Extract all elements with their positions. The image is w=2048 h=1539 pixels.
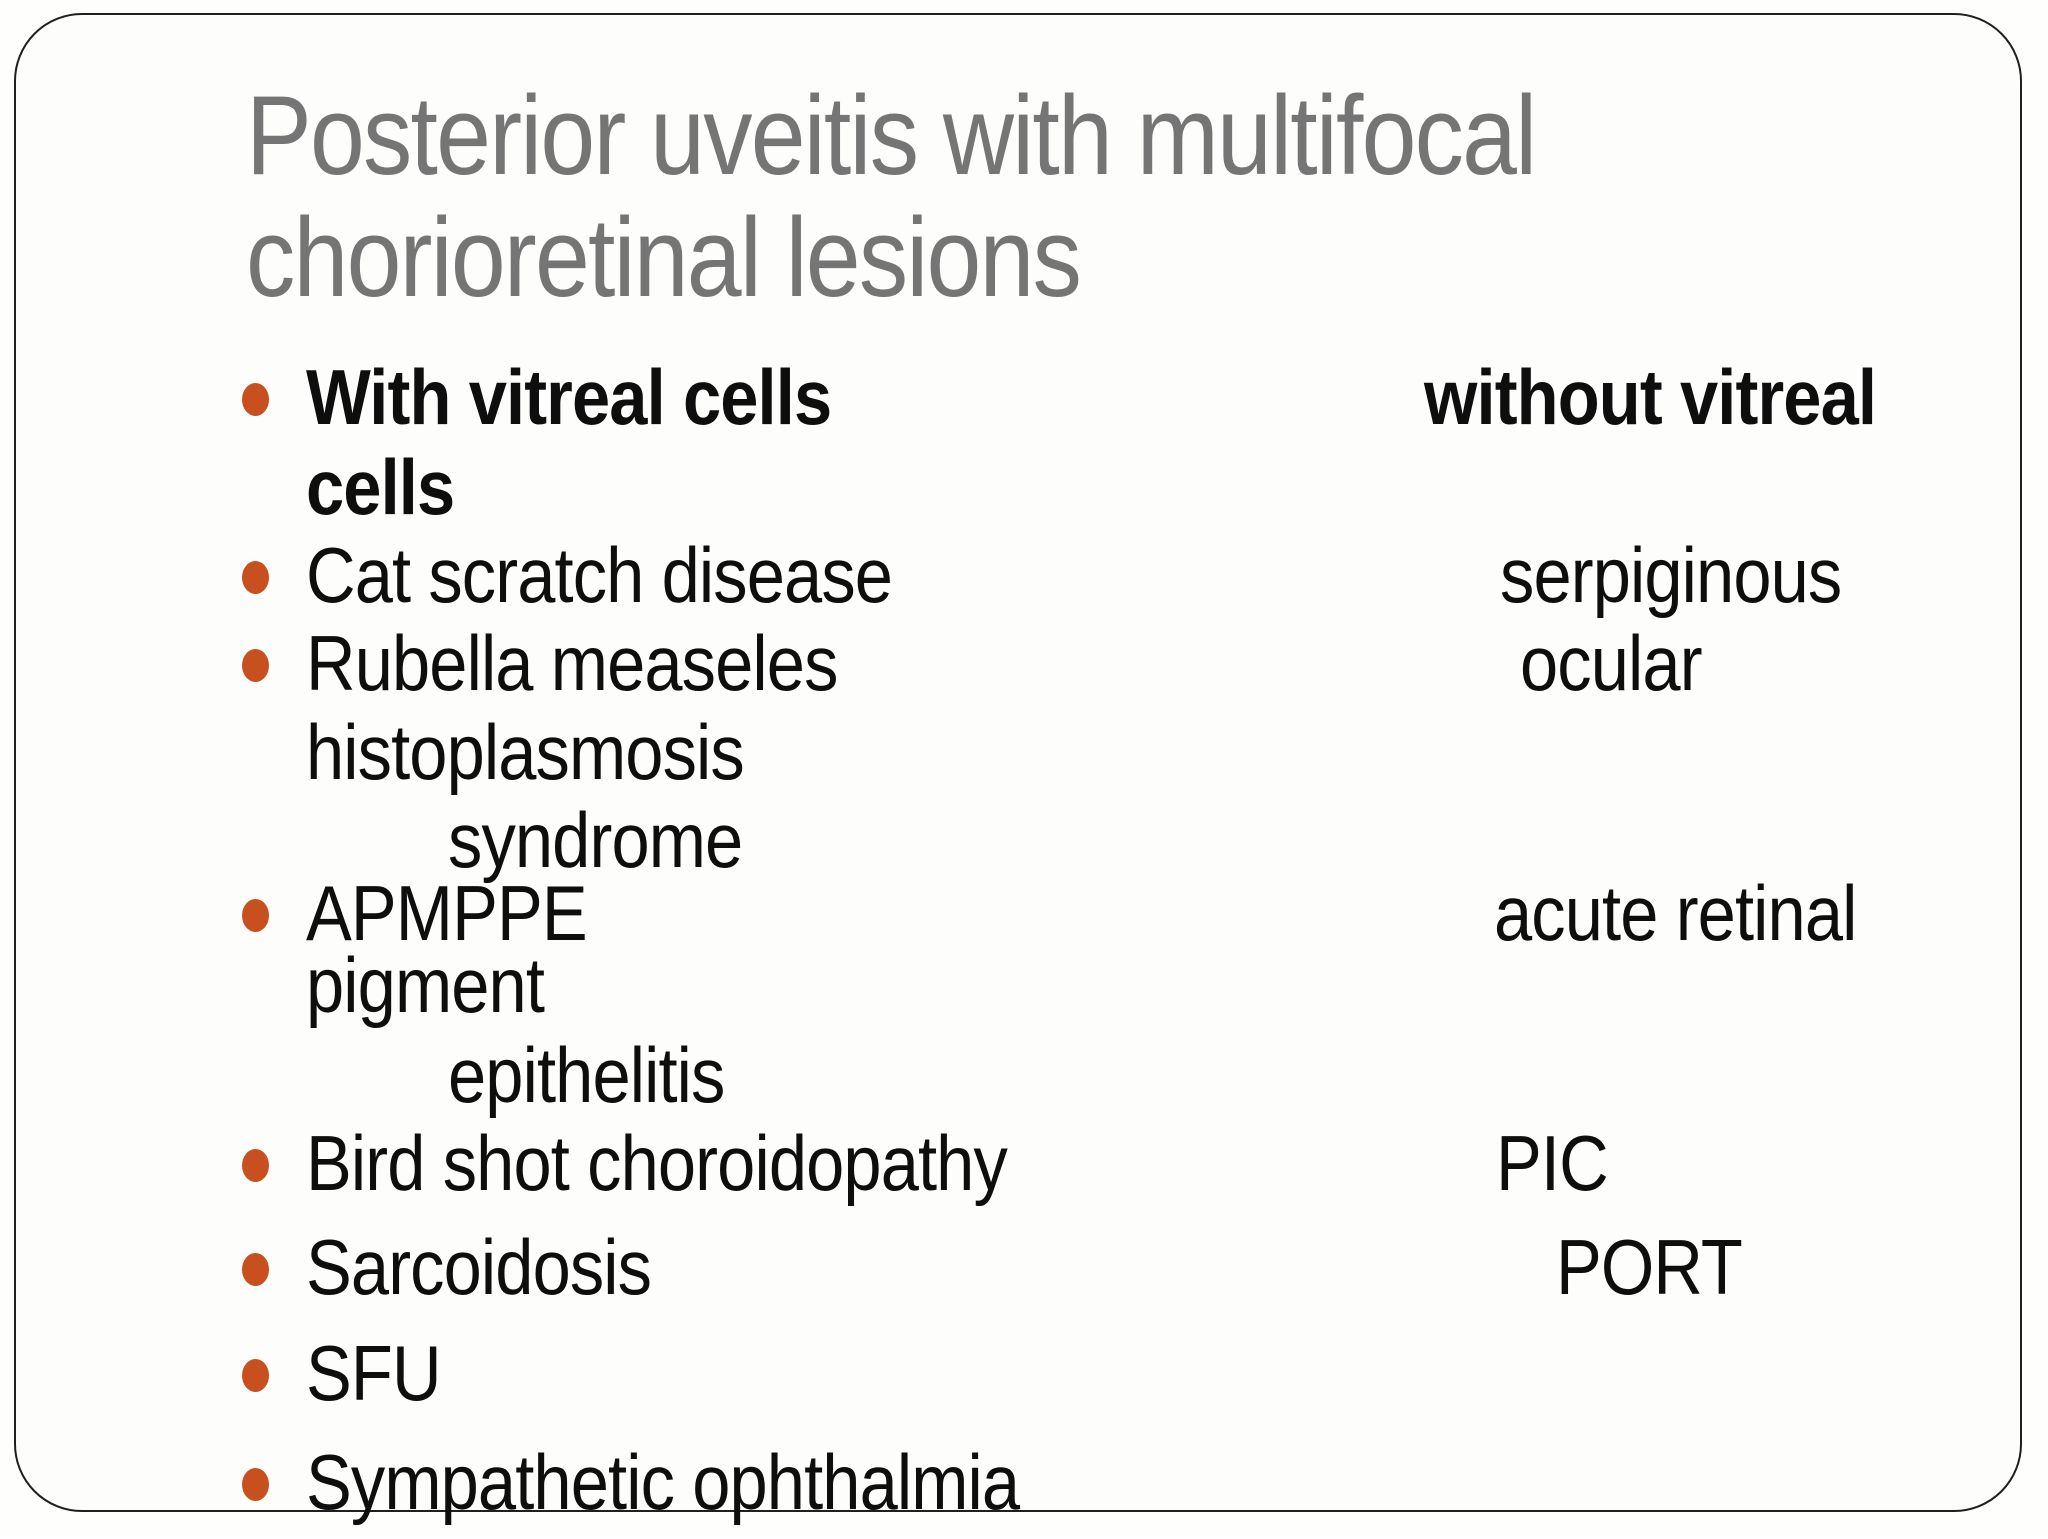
row-right-text: PORT [1556, 1223, 1743, 1311]
bullet-icon [242, 1468, 269, 1501]
row-right-text: serpiginous [1500, 531, 1842, 619]
list-row: SFU [16, 1334, 2048, 1430]
row-right-text: ocular [1520, 619, 1703, 707]
row-left-text: APMPPE [306, 869, 588, 957]
row-left-text: With vitreal cells [306, 353, 832, 441]
list-row: syndrome [16, 801, 2048, 897]
row-left-text: Sympathetic ophthalmia [306, 1438, 1020, 1526]
bullet-icon [242, 649, 269, 682]
slide-title-line-1: Posterior uveitis with multifocal [246, 73, 1537, 198]
bullet-icon [242, 1149, 269, 1182]
row-right-text: without vitreal [1424, 353, 1877, 441]
list-row: pigment [16, 946, 2048, 1042]
list-row: Rubella measeles ocular [16, 624, 2048, 720]
row-right-text: acute retinal [1494, 869, 1857, 957]
bullet-list: With vitreal cells without vitreal cells… [16, 15, 2020, 1521]
row-left-text: pigment [306, 941, 545, 1029]
list-row: Sarcoidosis PORT [16, 1228, 2048, 1324]
list-row: Sympathetic ophthalmia [16, 1443, 2048, 1539]
row-left-text: epithelitis [448, 1031, 725, 1119]
bullet-icon [242, 899, 269, 932]
slide-title-line-2: chorioretinal lesions [246, 195, 1082, 320]
row-right-text: PIC [1496, 1119, 1609, 1207]
row-left-text: syndrome [448, 796, 743, 884]
row-left-text: Sarcoidosis [306, 1223, 652, 1311]
list-row: Cat scratch disease serpiginous [16, 536, 2048, 632]
bullet-icon [242, 1359, 269, 1392]
row-left-text: Bird shot choroidopathy [306, 1119, 1008, 1207]
bullet-icon [242, 383, 269, 416]
list-row: With vitreal cells without vitreal [16, 358, 2048, 454]
list-row: Bird shot choroidopathy PIC [16, 1124, 2048, 1220]
row-left-text: SFU [306, 1329, 442, 1417]
row-left-text: cells [306, 443, 455, 531]
row-left-text: Rubella measeles [306, 619, 838, 707]
slide-frame: Posterior uveitis with multifocal chorio… [14, 13, 2022, 1521]
bullet-icon [242, 1253, 269, 1286]
list-row: epithelitis [16, 1036, 2048, 1132]
bullet-icon [242, 561, 269, 594]
row-left-text: histoplasmosis [306, 708, 745, 796]
list-row: cells [16, 448, 2048, 544]
list-row: histoplasmosis [16, 713, 2048, 809]
list-row: APMPPE acute retinal [16, 874, 2048, 970]
row-left-text: Cat scratch disease [306, 531, 893, 619]
